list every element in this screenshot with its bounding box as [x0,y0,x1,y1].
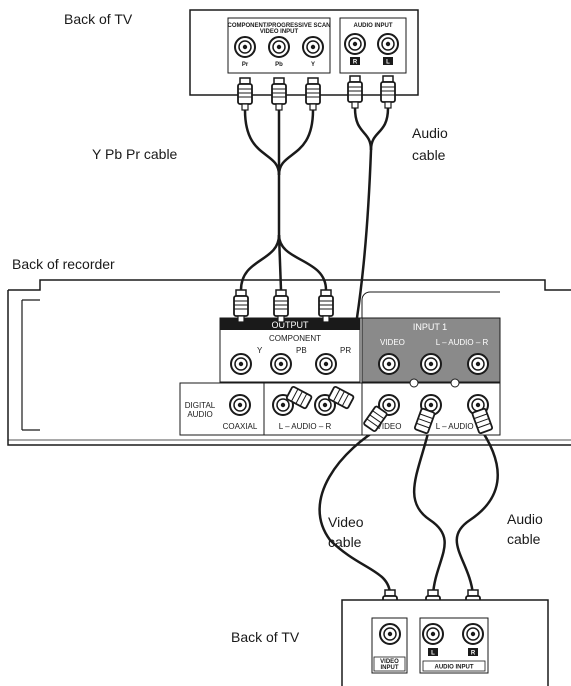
back-of-tv-bottom-label: Back of TV [231,629,300,645]
top-ypbpr-plug-y [305,77,321,111]
bottom-tv-video-jack [379,623,401,645]
recorder-ypbpr-plug-pb [273,289,289,323]
coaxial-label: COAXIAL [223,422,258,431]
top-ypbpr-plug-pb [271,77,287,111]
input1-jack-audio-r [467,353,489,375]
recorder-audio-plug-r [327,385,355,410]
tv-jack-y-label: Y [311,62,315,68]
ypbpr-cable-top-left [243,109,281,176]
bottom-tv-audio-l-badge: L [431,651,435,657]
bottom-tv-video-input-2: INPUT [381,665,399,671]
tv-jack-audio-l [377,33,399,55]
recorder-ypbpr-plug-pr [318,289,334,323]
bottom-tv-audio-input-label: AUDIO INPUT [435,665,474,671]
output-audio-label: L – AUDIO – R [279,422,332,431]
component-label: COMPONENT [269,334,321,343]
tv-audio-input-label: AUDIO INPUT [354,23,393,29]
top-tv-panel: COMPONENT/PROGRESSIVE SCAN VIDEO INPUT A… [189,9,419,96]
top-ypbpr-plug-pr [237,77,253,111]
audio-cable-top-r [353,107,373,151]
output-jack-y [230,353,252,375]
tv-audio-r-badge: R [353,60,358,66]
input1-jack-audio-l [420,353,442,375]
output-jack-pb [270,353,292,375]
back-of-recorder-label: Back of recorder [12,256,115,272]
output-jack-pr [315,353,337,375]
output-pr-label: PR [340,346,351,355]
ypbpr-cable-label: Y Pb Pr cable [92,146,178,162]
recorder-video-in-plug [363,405,388,432]
input1-title: INPUT 1 [413,322,447,332]
recorder-ypbpr-plug-y [233,289,249,323]
ypbpr-cable-bottom-center [277,234,283,291]
output-pb-label: PB [296,346,307,355]
audio-cable-bottom-label-2: cable [507,531,541,547]
ypbpr-cable-bottom-left [239,234,281,291]
audio-cable-bottom-label-1: Audio [507,511,543,527]
back-of-tv-top-label: Back of TV [64,11,133,27]
tv-jack-pr-label: Pr [242,62,249,68]
bottom-tv-panel: L R VIDEO INPUT AUDIO INPUT [341,599,549,686]
bottom-tv-video-input-1: VIDEO [380,659,399,665]
tv-jack-y [302,36,324,58]
top-audio-plug-l [380,75,396,109]
tv-jack-pb-label: Pb [275,62,283,68]
input1-video-label: VIDEO [380,338,405,347]
tv-audio-l-badge: L [386,60,390,66]
recorder-audio-in-plug-r [471,407,494,435]
input1-jack-video [378,353,400,375]
audio-cable-top-label-2: cable [412,147,446,163]
recorder-audio-in-plug-l [413,407,436,435]
ypbpr-cable-top-right [277,109,315,176]
output-y-label: Y [257,346,263,355]
video-cable-bottom [318,423,392,596]
bottom-tv-audio-r-jack [462,623,484,645]
tv-jack-pr [234,36,256,58]
audio-cable-bottom-l [412,424,446,596]
recorder-body: OUTPUT COMPONENT Y PB PR INPUT 1 VIDEO L… [7,279,571,446]
output-title: OUTPUT [272,320,310,330]
tv-component-label-1: COMPONENT/PROGRESSIVE SCAN [227,23,330,29]
input-audio-label: L – AUDIO – R [436,422,489,431]
digital-audio-label-1: DIGITAL [185,401,216,410]
tv-jack-audio-r [344,33,366,55]
video-cable-label-2: cable [328,534,362,550]
audio-cable-top-label-1: Audio [412,125,448,141]
input1-audio-label: L – AUDIO – R [436,338,489,347]
recorder-audio-plug-l [285,385,313,410]
input-video-label: VIDEO [377,422,402,431]
ypbpr-cable-bottom-right [277,234,328,291]
bottom-tv-audio-l-jack [422,623,444,645]
tv-component-label-2: VIDEO INPUT [260,29,299,35]
bottom-tv-audio-r-badge: R [471,651,476,657]
digital-audio-label-2: AUDIO [187,410,212,419]
video-cable-label-1: Video [328,514,364,530]
tv-jack-pb [268,36,290,58]
audio-cable-bottom-r [455,424,499,596]
top-audio-plug-r [347,75,363,109]
audio-cable-top-l [369,107,390,151]
coaxial-jack [229,394,251,416]
